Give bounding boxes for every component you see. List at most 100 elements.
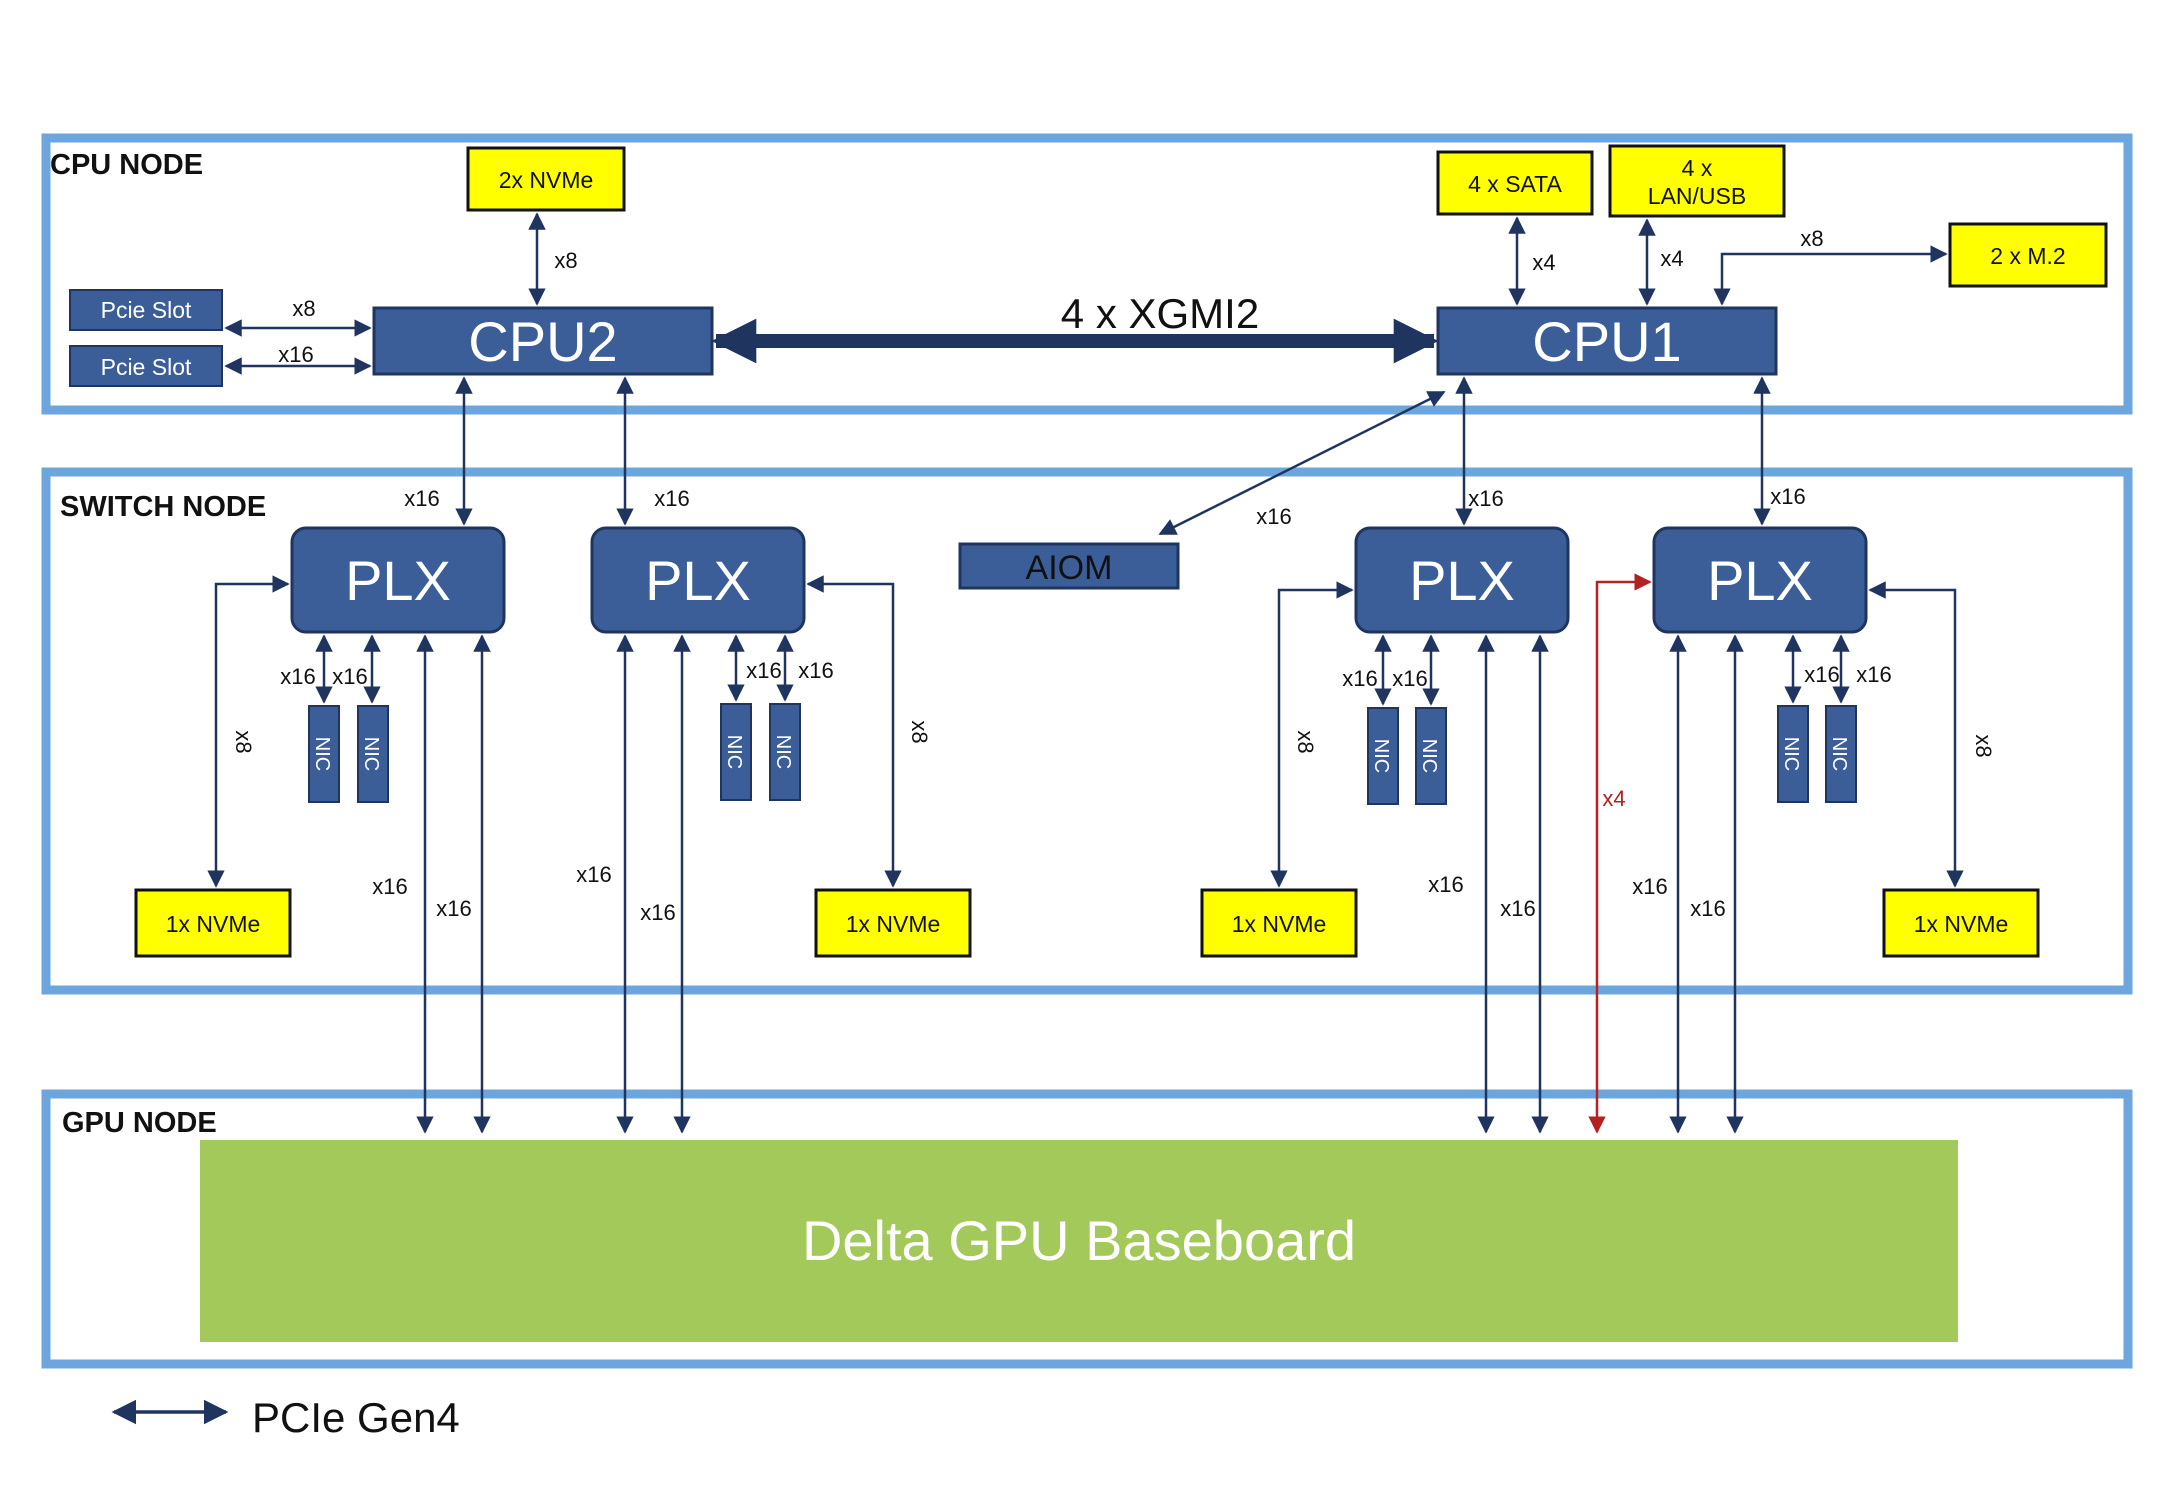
plx-2-label: PLX: [645, 549, 751, 612]
link-plx3-nic6-label: x16: [1392, 666, 1427, 691]
plx-1-label: PLX: [345, 549, 451, 612]
nic-2: NIC: [357, 705, 389, 803]
link-plx1-nic1-label: x16: [280, 664, 315, 689]
nic-5: NIC: [1367, 707, 1399, 805]
plx-3: [1354, 526, 1570, 634]
legend-label: PCIe Gen4: [252, 1394, 460, 1441]
plx-1: [290, 526, 506, 634]
gpu-baseboard-label: Delta GPU Baseboard: [802, 1209, 1356, 1272]
link-cpu2-plx2-label: x16: [654, 486, 689, 511]
nic-6-label: NIC: [1418, 739, 1440, 773]
nvme-2x-box: [466, 146, 626, 212]
link-cpu1-m2: [1713, 245, 1948, 306]
nvme-1x-4-label: 1x NVMe: [1914, 911, 2009, 937]
nvme-1x-3-label: 1x NVMe: [1232, 911, 1327, 937]
link-plx1-nic2-label: x16: [332, 664, 367, 689]
link-plx1-nvme: [207, 575, 290, 888]
nic-6: NIC: [1415, 707, 1447, 805]
link-cpu2-nvme-label: x8: [554, 248, 577, 273]
cpu-node-title: CPU NODE: [50, 149, 203, 181]
link-cpu1-plx4-label: x16: [1770, 484, 1805, 509]
link-cpu1-plx3-label: x16: [1468, 486, 1503, 511]
nic-8-label: NIC: [1828, 737, 1850, 771]
link-plx4-nvme-label: x8: [1971, 734, 1996, 757]
link-gpu-plx4-x4-label: x4: [1602, 786, 1625, 811]
link-cpu2-plx1-label: x16: [404, 486, 439, 511]
gpu-node-title: GPU NODE: [62, 1107, 217, 1139]
nic-1-label: NIC: [311, 737, 333, 771]
link-cpu1-sata-label: x4: [1532, 250, 1555, 275]
link-slot1-label: x8: [292, 296, 315, 321]
link-plx1-nvme-label: x8: [231, 730, 256, 753]
cpu2-box: [372, 306, 714, 376]
link-plx3-nic5-label: x16: [1342, 666, 1377, 691]
nvme-1x-2-label: 1x NVMe: [846, 911, 941, 937]
nic-4: NIC: [769, 703, 801, 801]
cpu1-box: [1436, 306, 1778, 376]
nvme-1x-2: [814, 888, 972, 958]
pcie-slot-2-label: Pcie Slot: [101, 354, 192, 380]
xgmi-label: 4 x XGMI2: [1061, 290, 1259, 337]
switch-node-title: SWITCH NODE: [60, 491, 266, 523]
link-plx3-gpu-a-label: x16: [1428, 872, 1463, 897]
link-plx2-gpu-a-label: x16: [576, 862, 611, 887]
nic-7-label: NIC: [1780, 737, 1802, 771]
sata-box: [1436, 150, 1594, 216]
nic-2-label: NIC: [360, 737, 382, 771]
link-plx2-gpu-b-label: x16: [640, 900, 675, 925]
nic-3: NIC: [720, 703, 752, 801]
plx-2: [590, 526, 806, 634]
link-plx4-nvme: [1868, 581, 1964, 888]
pcie-slot-1-label: Pcie Slot: [101, 297, 192, 323]
link-plx2-nic4-label: x16: [798, 658, 833, 683]
cpu1-label: CPU1: [1532, 310, 1681, 373]
link-cpu1-aiom: [1158, 390, 1446, 536]
link-plx3-gpu-b-label: x16: [1500, 896, 1535, 921]
lan-usb-box: [1608, 144, 1786, 218]
m2-box: [1948, 222, 2108, 288]
link-cpu1-aiom-label: x16: [1256, 504, 1291, 529]
plx-4: [1652, 526, 1868, 634]
nic-7: NIC: [1777, 705, 1809, 803]
plx-4-label: PLX: [1707, 549, 1813, 612]
nvme-1x-4: [1882, 888, 2040, 958]
link-slot2-label: x16: [278, 342, 313, 367]
link-plx2-nvme: [806, 575, 902, 888]
link-plx4-nic8-label: x16: [1856, 662, 1891, 687]
aiom-box: [958, 542, 1180, 590]
nvme-1x-3: [1200, 888, 1358, 958]
nvme-1x-1-label: 1x NVMe: [166, 911, 261, 937]
link-plx1-gpu-b-label: x16: [436, 896, 471, 921]
nic-4-label: NIC: [772, 735, 794, 769]
m2-label: 2 x M.2: [1990, 243, 2065, 269]
nic-3-label: NIC: [723, 735, 745, 769]
nic-1: NIC: [308, 705, 340, 803]
cpu2-label: CPU2: [468, 310, 617, 373]
gpu-baseboard: [200, 1140, 1958, 1342]
link-plx4-gpu-b-label: x16: [1690, 896, 1725, 921]
switch-node-frame: [41, 467, 2133, 995]
nvme-2x-label: 2x NVMe: [499, 167, 594, 193]
pcie-slot-1: [69, 289, 223, 331]
gpu-node-frame: [41, 1089, 2133, 1369]
link-plx3-nvme: [1270, 581, 1354, 888]
link-plx2-nic3-label: x16: [746, 658, 781, 683]
link-cpu1-m2-label: x8: [1800, 226, 1823, 251]
cpu-node-frame: [41, 133, 2133, 415]
lan-usb-label-line1: 4 x: [1682, 155, 1713, 181]
link-plx1-gpu-a-label: x16: [372, 874, 407, 899]
link-plx4-nic7-label: x16: [1804, 662, 1839, 687]
nic-5-label: NIC: [1370, 739, 1392, 773]
link-cpu1-lan-label: x4: [1660, 246, 1683, 271]
sata-label: 4 x SATA: [1468, 171, 1562, 197]
link-plx3-nvme-label: x8: [1293, 730, 1318, 753]
plx-3-label: PLX: [1409, 549, 1515, 612]
pcie-slot-2: [69, 345, 223, 387]
nvme-1x-1: [134, 888, 292, 958]
nic-8: NIC: [1825, 705, 1857, 803]
link-plx2-nvme-label: x8: [907, 720, 932, 743]
link-gpu-plx4-x4: [1588, 573, 1652, 1134]
lan-usb-label-line2: LAN/USB: [1648, 183, 1746, 209]
link-plx4-gpu-a-label: x16: [1632, 874, 1667, 899]
